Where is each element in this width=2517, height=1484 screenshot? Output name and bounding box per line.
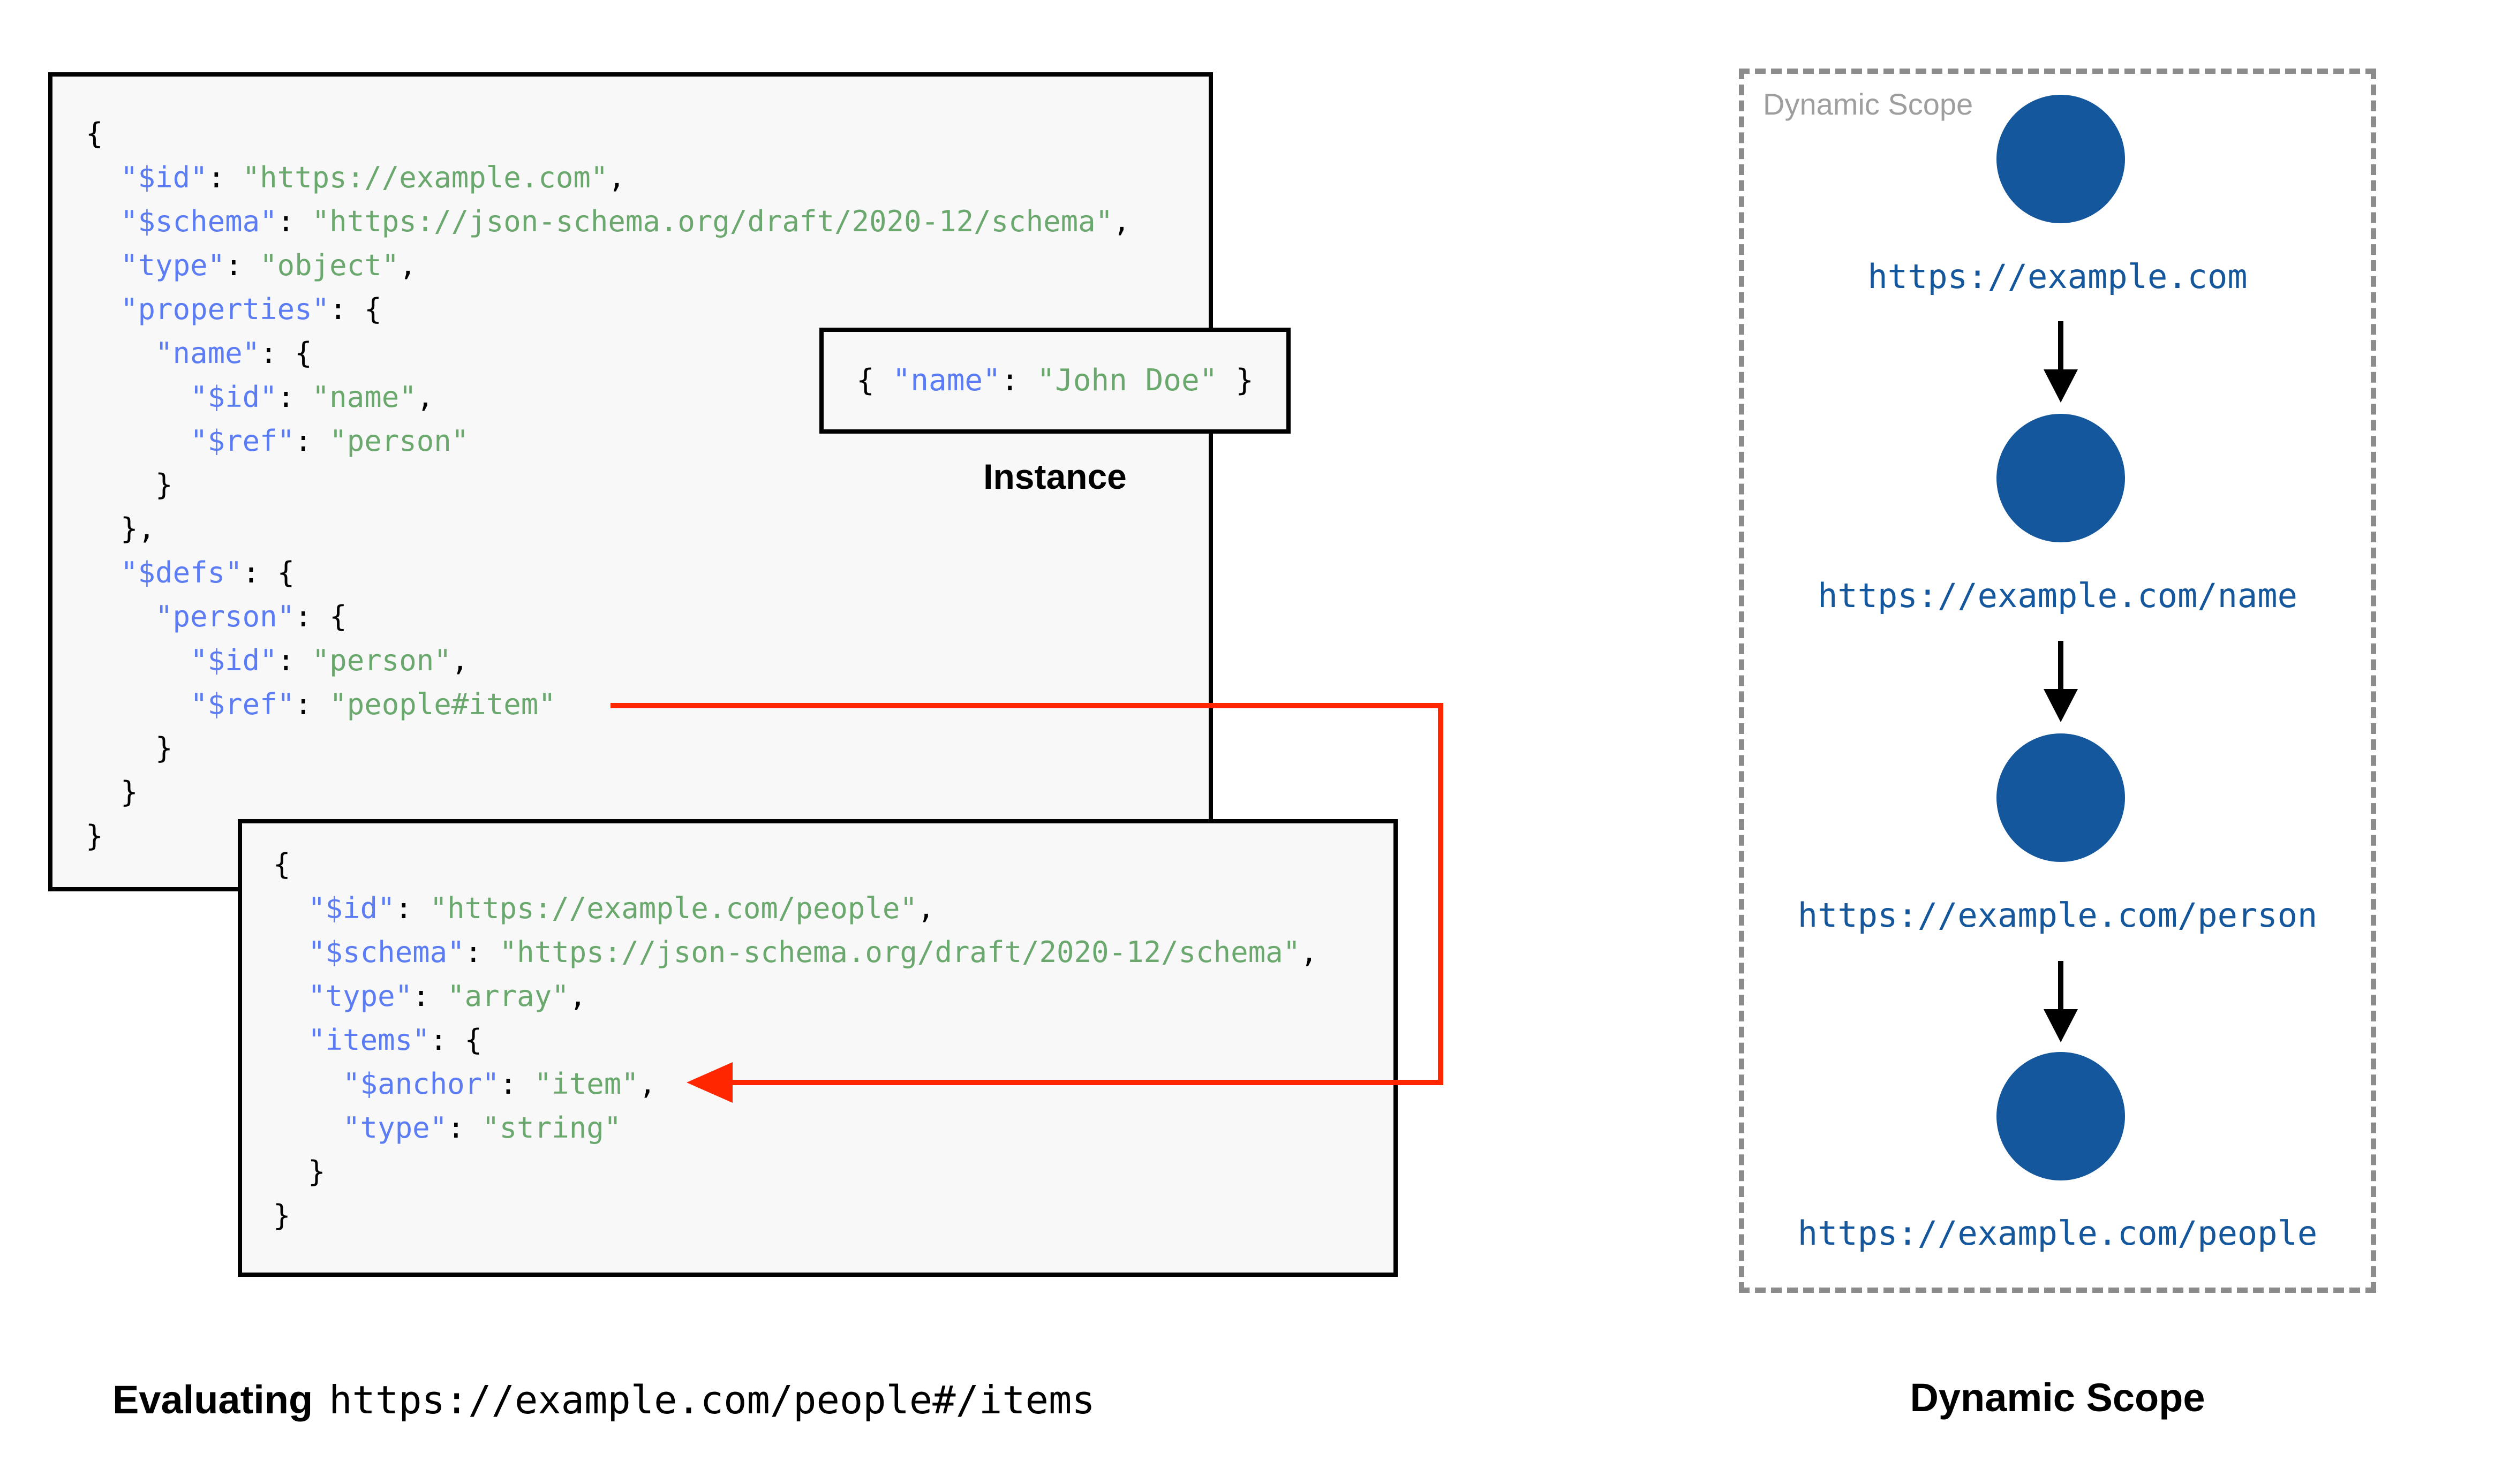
evaluating-caption: Evaluating https://example.com/people#/it…	[112, 1377, 1095, 1422]
scope-node-circle	[1996, 95, 2125, 223]
dynamic-scope-frame-label: Dynamic Scope	[1763, 87, 1973, 121]
scope-node-label: https://example.com/people	[1797, 1214, 2318, 1253]
instance-code: { "name": "John Doe" }	[856, 363, 1254, 398]
evaluating-uri: https://example.com/people#/items	[329, 1377, 1095, 1422]
evaluating-label: Evaluating	[112, 1377, 313, 1422]
instance-caption: Instance	[983, 457, 1127, 496]
people-schema-code: { "$id": "https://example.com/people", "…	[273, 847, 1318, 1232]
people-schema-code-box: { "$id": "https://example.com/people", "…	[238, 819, 1398, 1277]
instance-box: { "name": "John Doe" }	[819, 328, 1291, 434]
scope-node-label: https://example.com	[1867, 257, 2248, 296]
schema-code: { "$id": "https://example.com", "$schema…	[86, 117, 1131, 853]
scope-node-circle	[1996, 733, 2125, 862]
dynamic-scope-caption: Dynamic Scope	[1910, 1375, 2205, 1420]
scope-node-label: https://example.com/person	[1797, 896, 2318, 935]
scope-node-circle	[1996, 1052, 2125, 1180]
dynamic-scope-frame	[1739, 69, 2376, 1293]
scope-node-label: https://example.com/name	[1818, 576, 2297, 615]
scope-node-circle	[1996, 414, 2125, 542]
